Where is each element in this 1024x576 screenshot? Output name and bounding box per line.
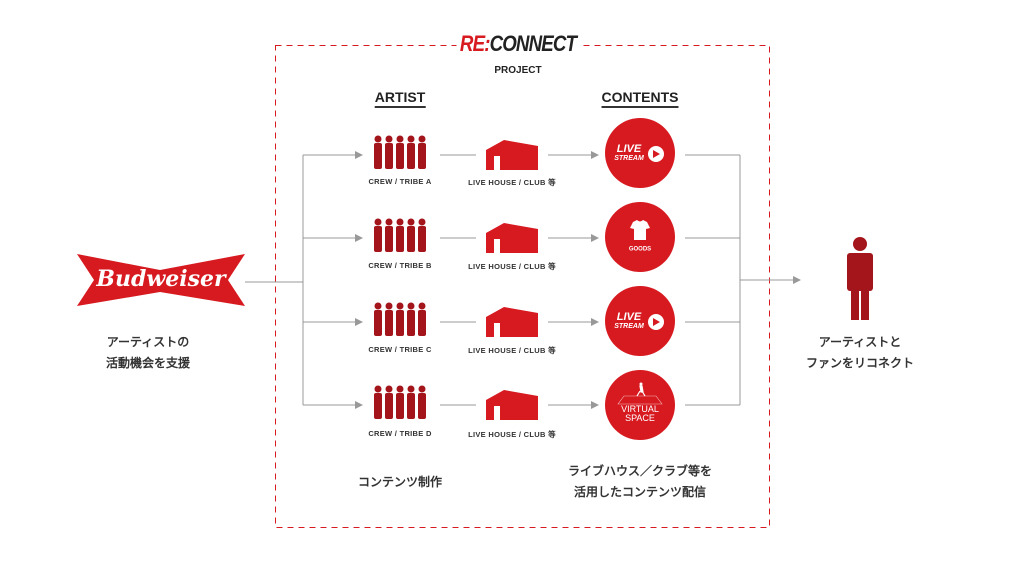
budweiser-logo-text: Budweiser (96, 266, 226, 292)
reconnect-logo: RE:CONNECT (456, 31, 580, 57)
crew-label: CREW / TRIBE C (368, 345, 432, 354)
fan-icon (847, 237, 873, 320)
contents-header: CONTENTS (601, 89, 679, 108)
fan-caption: アーティストとファンをリコネクト (805, 335, 915, 370)
venue-label: LIVE HOUSE / CLUB 等 (468, 430, 556, 439)
venue-label: LIVE HOUSE / CLUB 等 (468, 262, 556, 271)
crew-label: CREW / TRIBE B (368, 261, 432, 270)
crew-label: CREW / TRIBE A (368, 177, 432, 186)
venue-label: LIVE HOUSE / CLUB 等 (468, 178, 556, 187)
tshirt-icon (630, 220, 650, 240)
artist-header: ARTIST (374, 89, 426, 108)
walking-person-icon (636, 382, 646, 397)
content-label-goods: GOODS (628, 246, 652, 253)
connector-lines (245, 151, 801, 409)
contents-note: ライブハウス／クラブ等を活用したコンテンツ配信 (567, 464, 713, 499)
venue-label: LIVE HOUSE / CLUB 等 (468, 346, 556, 355)
artist-note: コンテンツ制作 (357, 475, 443, 489)
project-subtitle: PROJECT (494, 65, 542, 76)
project-boundary (275, 45, 770, 528)
budweiser-logo (77, 254, 245, 306)
brand-caption: アーティストの活動機会を支援 (105, 335, 191, 370)
crew-label: CREW / TRIBE D (368, 429, 432, 438)
